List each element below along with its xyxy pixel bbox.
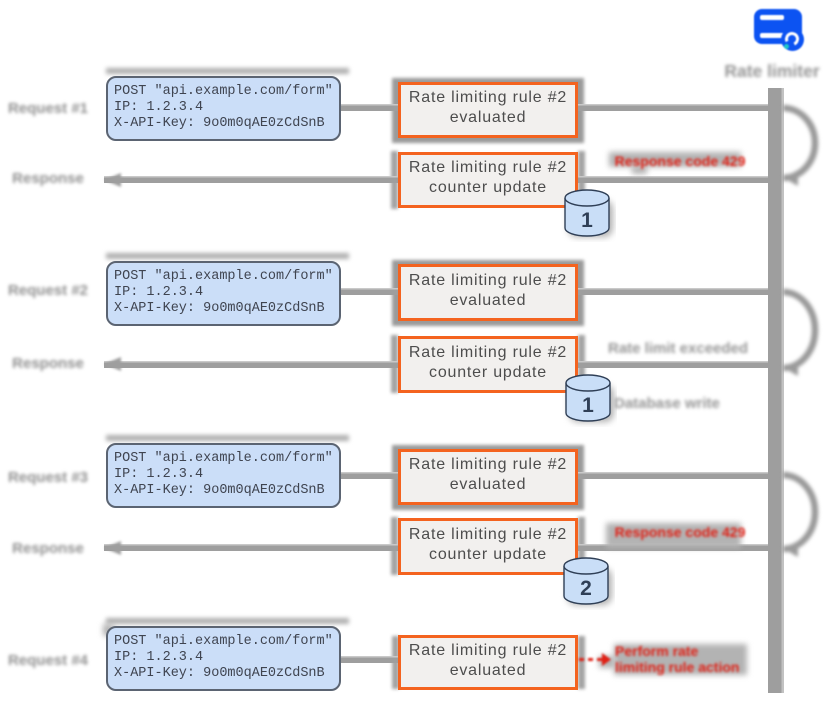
svg-text:1: 1 [582, 394, 594, 417]
svg-text:1: 1 [581, 209, 593, 232]
svg-text:2: 2 [580, 577, 592, 600]
